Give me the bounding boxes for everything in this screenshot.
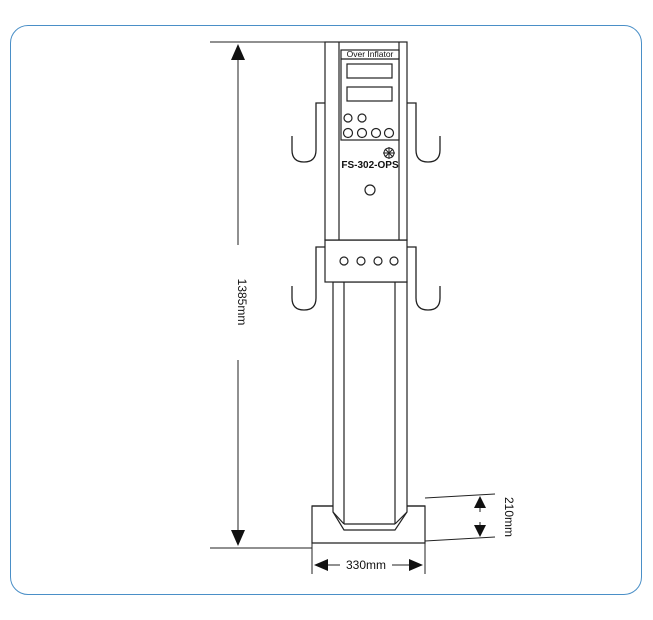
hooks — [291, 102, 441, 311]
port-band — [324, 239, 408, 283]
control-panel — [340, 49, 400, 141]
button-icon — [383, 127, 395, 139]
depth-dimension — [424, 493, 496, 542]
button-icon — [342, 127, 354, 139]
hook-lower-left — [291, 246, 325, 311]
fan-logo-icon — [383, 147, 395, 159]
display-bottom — [346, 86, 393, 102]
button-icon — [356, 127, 368, 139]
height-label: 1385mm — [235, 279, 249, 326]
height-dimension — [210, 41, 325, 549]
arrow-right-icon — [409, 559, 423, 571]
diagram-frame — [10, 25, 642, 595]
depth-label: 210mm — [502, 497, 516, 537]
hook-upper-left — [291, 102, 325, 163]
port-icon — [339, 256, 349, 266]
arrow-up-icon — [231, 44, 245, 60]
power-button-icon — [364, 184, 376, 196]
lower-column — [332, 281, 408, 531]
panel-title: Over Inflator — [347, 49, 394, 59]
arrow-up-icon — [474, 496, 486, 508]
width-dimension — [311, 543, 426, 574]
display-top — [346, 63, 393, 79]
arrow-down-icon — [231, 530, 245, 546]
button-icon — [343, 113, 353, 123]
upper-body — [324, 41, 408, 241]
arrow-down-icon — [474, 525, 486, 537]
port-icon — [389, 256, 399, 266]
arrow-left-icon — [314, 559, 328, 571]
hook-lower-right — [407, 246, 441, 311]
width-label: 330mm — [346, 558, 386, 572]
hook-upper-right — [407, 102, 441, 163]
button-icon — [370, 127, 382, 139]
port-icon — [356, 256, 366, 266]
model-label: FS-302-OPS — [341, 160, 399, 171]
button-icon — [357, 113, 367, 123]
port-icon — [373, 256, 383, 266]
